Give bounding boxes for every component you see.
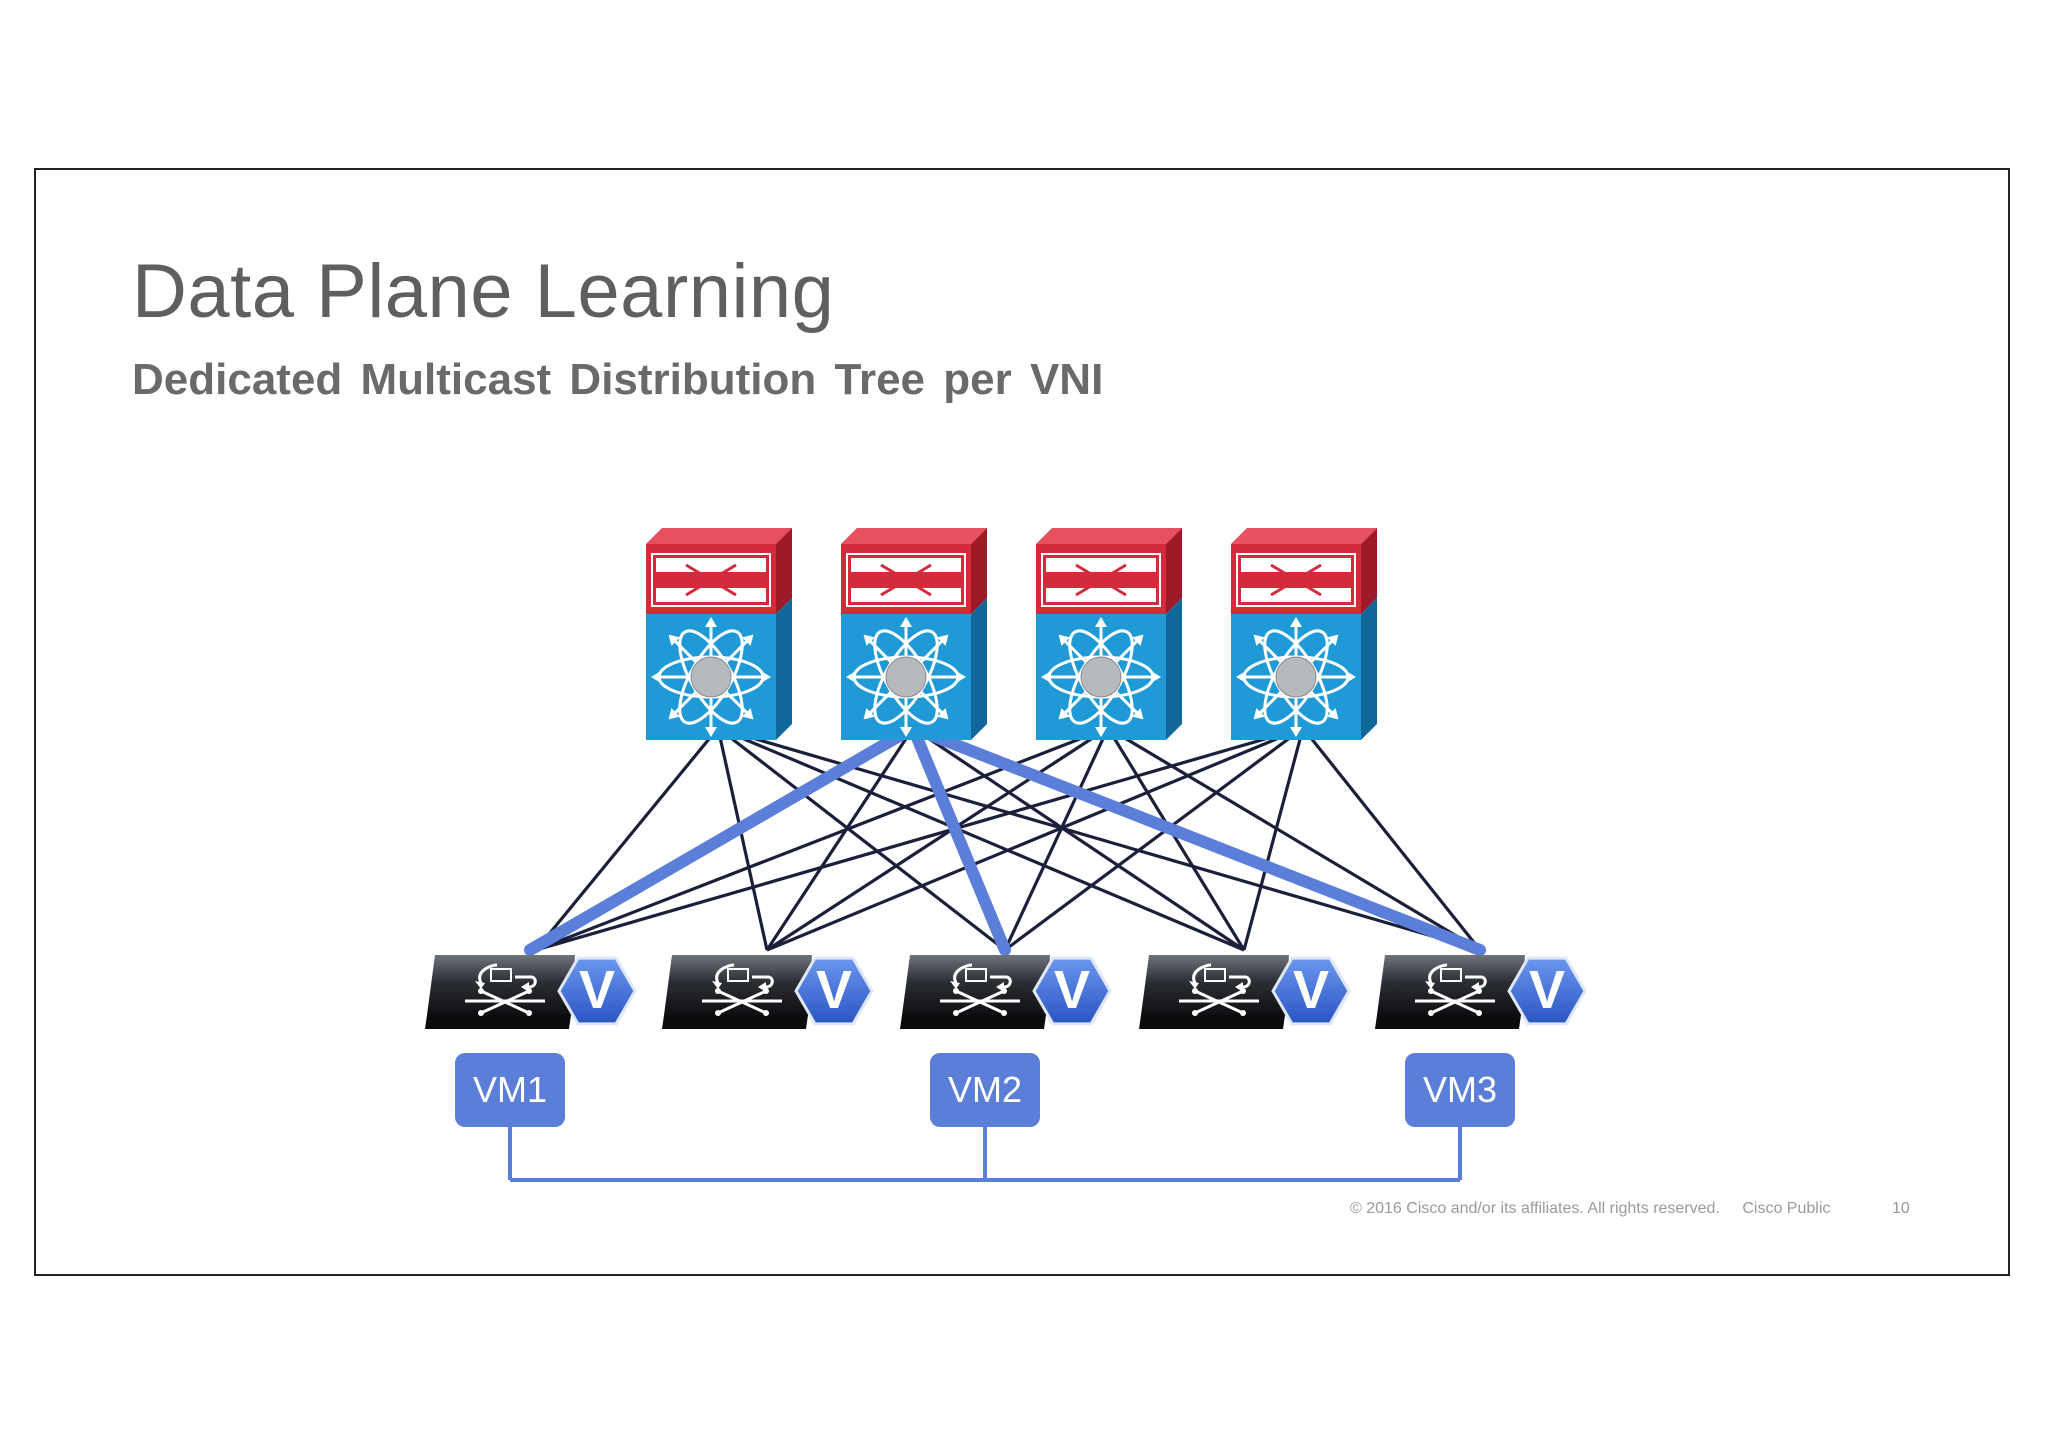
vtep-badge-label: V xyxy=(1529,960,1565,1020)
vtep-badge-icon: V xyxy=(1032,956,1112,1026)
fabric-link xyxy=(765,727,915,951)
switch-cross-icon xyxy=(846,553,966,607)
vm-box: VM2 xyxy=(930,1053,1040,1127)
vxlan-routing-icon xyxy=(950,963,1012,992)
leaf-switch: V xyxy=(900,955,1112,1029)
multicast-tree-link xyxy=(907,722,1011,956)
layer3-orbit-icon xyxy=(846,617,966,737)
switch-fabric-icon xyxy=(702,988,782,1016)
spine-switch xyxy=(646,528,792,740)
vm-label: VM2 xyxy=(948,1069,1022,1110)
fabric-link xyxy=(1004,726,1304,952)
layer3-orbit-icon xyxy=(1041,617,1161,737)
multicast-tree-link xyxy=(907,722,1486,956)
fabric-link xyxy=(534,726,720,952)
multicast-tree-links xyxy=(524,722,1486,956)
multicast-tree-link xyxy=(524,722,919,956)
leaf-switch: V xyxy=(1139,955,1351,1029)
spine-switches xyxy=(646,528,1377,740)
vtep-badge-label: V xyxy=(816,960,852,1020)
switch-fabric-icon xyxy=(1415,988,1495,1016)
vtep-badge-icon: V xyxy=(1271,956,1351,1026)
spine-switch xyxy=(841,528,987,740)
fabric-link xyxy=(717,726,1245,952)
vm-connection-bus xyxy=(508,1123,1462,1182)
slide-title: Data Plane Learning xyxy=(132,249,835,334)
page-number: 10 xyxy=(1892,1200,1910,1217)
vm-box: VM3 xyxy=(1405,1053,1515,1127)
vm-box: VM1 xyxy=(455,1053,565,1127)
vtep-badge-icon: V xyxy=(557,956,637,1026)
spine-switch xyxy=(1231,528,1377,740)
fabric-link xyxy=(1301,727,1482,951)
fabric-link xyxy=(716,727,769,951)
fabric-link xyxy=(766,726,1109,952)
fabric-link xyxy=(535,726,1304,952)
vtep-badge-icon: V xyxy=(1507,956,1587,1026)
leaf-switch: V xyxy=(425,955,637,1029)
fabric-link xyxy=(766,726,1304,952)
layer3-orbit-icon xyxy=(1236,617,1356,737)
leaf-switch: V xyxy=(1375,955,1587,1029)
vtep-badge-label: V xyxy=(579,960,615,1020)
vtep-badge-label: V xyxy=(1293,960,1329,1020)
leaf-switch: V xyxy=(662,955,874,1029)
vtep-badge-label: V xyxy=(1054,960,1090,1020)
fabric-link xyxy=(912,726,1245,952)
switch-cross-icon xyxy=(651,553,771,607)
switch-fabric-icon xyxy=(465,988,545,1016)
vm-label: VM3 xyxy=(1423,1069,1497,1110)
footer-copyright: © 2016 Cisco and/or its affiliates. All … xyxy=(1350,1200,1720,1217)
slide-footer: © 2016 Cisco and/or its affiliates. All … xyxy=(1350,1200,1848,1218)
slide-subtitle: Dedicated Multicast Distribution Tree pe… xyxy=(132,355,1104,404)
switch-cross-icon xyxy=(1236,553,1356,607)
fabric-link xyxy=(1242,727,1305,951)
switch-fabric-icon xyxy=(1179,988,1259,1016)
fabric-link xyxy=(717,726,1481,952)
switch-cross-icon xyxy=(1041,553,1161,607)
fabric-link xyxy=(717,726,1006,952)
spine-switch xyxy=(1036,528,1182,740)
footer-classification: Cisco Public xyxy=(1742,1200,1831,1217)
fabric-link xyxy=(1003,727,1110,951)
switch-fabric-icon xyxy=(940,988,1020,1016)
fabric-link xyxy=(1106,727,1246,951)
virtual-machines: VM1 VM2 VM3 xyxy=(455,1053,1515,1127)
layer3-orbit-icon xyxy=(651,617,771,737)
vtep-badge-icon: V xyxy=(794,956,874,1026)
vm-label: VM1 xyxy=(473,1069,547,1110)
